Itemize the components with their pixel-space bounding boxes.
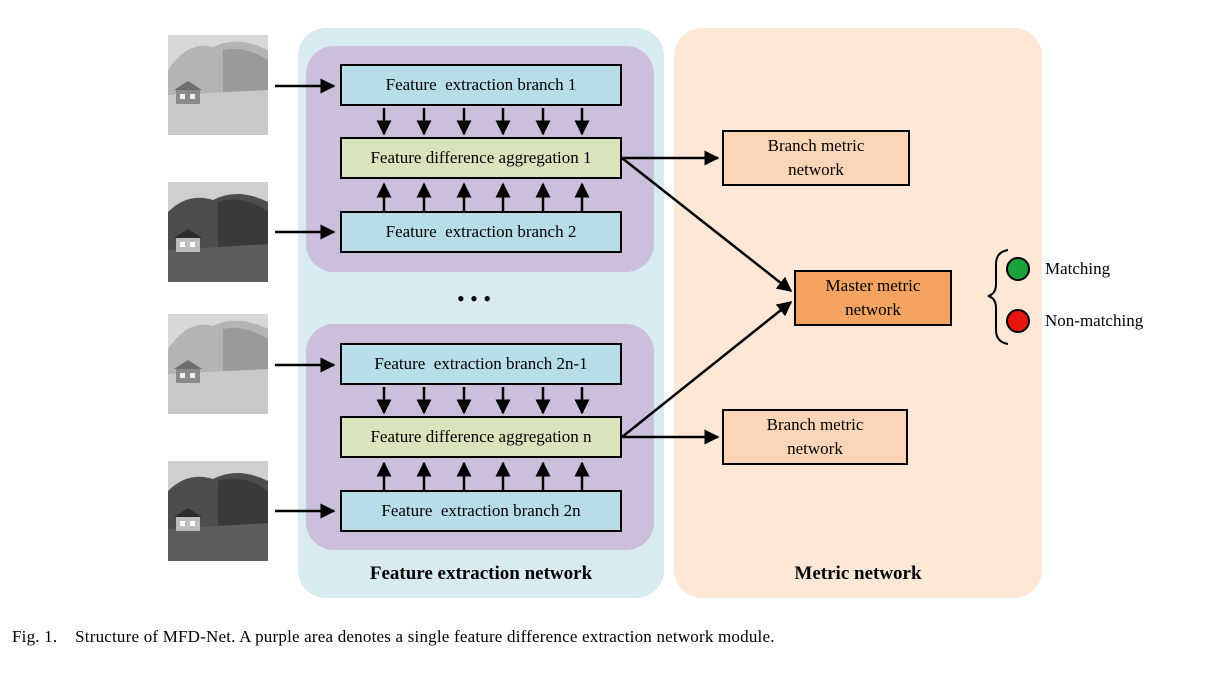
feature-extraction-branch-2n-1: Feature extraction branch 2n-1	[340, 343, 622, 385]
feature-extraction-branch-2-label: Feature extraction branch 2	[385, 222, 577, 241]
branch-metric-network-n: Branch metric network	[722, 409, 908, 465]
feature-extraction-network-label: Feature extraction network	[369, 563, 593, 584]
non-matching-indicator-icon	[1006, 309, 1030, 333]
master-metric-network-label: Master metric network	[825, 276, 925, 319]
feature-extraction-branch-1: Feature extraction branch 1	[340, 64, 622, 106]
module-ellipsis: • • •	[457, 286, 491, 311]
matching-indicator-icon	[1006, 257, 1030, 281]
figure-caption: Fig. 1. Structure of MFD-Net. A purple a…	[12, 627, 775, 646]
master-metric-network: Master metric network	[794, 270, 952, 326]
feature-extraction-branch-2n-1-label: Feature extraction branch 2n-1	[374, 354, 588, 373]
non-matching-label: Non-matching	[1045, 311, 1144, 330]
matching-label: Matching	[1045, 259, 1111, 278]
feature-difference-aggregation-1: Feature difference aggregation 1	[340, 137, 622, 179]
feature-extraction-branch-2n-label: Feature extraction branch 2n	[381, 501, 581, 520]
feature-extraction-branch-1-label: Feature extraction branch 1	[385, 75, 577, 94]
input-image-1	[168, 35, 268, 135]
input-image-4	[168, 461, 268, 561]
feature-extraction-branch-2n: Feature extraction branch 2n	[340, 490, 622, 532]
feature-difference-aggregation-n: Feature difference aggregation n	[340, 416, 622, 458]
feature-difference-aggregation-1-label: Feature difference aggregation 1	[370, 148, 592, 167]
feature-extraction-branch-2: Feature extraction branch 2	[340, 211, 622, 253]
input-image-3	[168, 314, 268, 414]
input-image-2	[168, 182, 268, 282]
metric-network-label: Metric network	[794, 563, 922, 584]
branch-metric-network-n-label: Branch metric network	[766, 415, 868, 458]
branch-metric-network-1-label: Branch metric network	[767, 136, 869, 179]
branch-metric-network-1: Branch metric network	[722, 130, 910, 186]
feature-difference-aggregation-n-label: Feature difference aggregation n	[370, 427, 592, 446]
